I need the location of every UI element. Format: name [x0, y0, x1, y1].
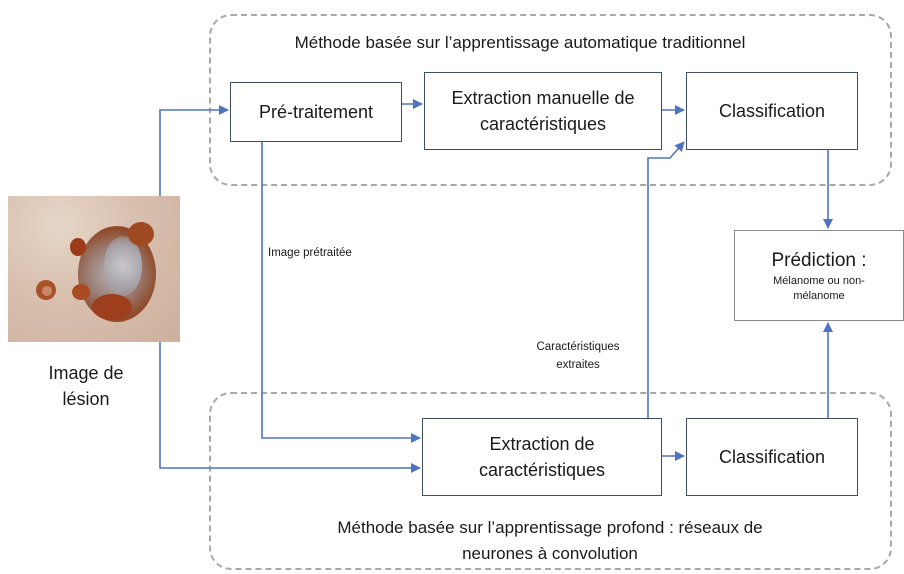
arrow-lesion-to-extraction — [159, 342, 421, 473]
feature-extraction-box: Extraction de caractéristiques — [422, 418, 662, 496]
preprocessing-box: Pré-traitement — [230, 82, 402, 142]
arrow-lesion-to-preprocessing — [159, 105, 229, 196]
traditional-method-group — [209, 14, 892, 186]
traditional-method-title: Méthode basée sur l’apprentissage automa… — [294, 33, 746, 52]
prediction-title: Prédiction : — [771, 249, 867, 271]
prediction-box: Prédiction : Mélanome ou non-mélanome — [734, 230, 904, 321]
prediction-subtitle: Mélanome ou non-mélanome — [773, 274, 865, 302]
lesion-image — [8, 196, 180, 342]
deep-classification-box: Classification — [686, 418, 858, 496]
manual-feature-extraction-box: Extraction manuelle de caractéristiques — [424, 72, 662, 150]
deep-learning-title: Méthode basée sur l’apprentissage profon… — [337, 518, 763, 563]
traditional-classification-box: Classification — [686, 72, 858, 150]
lesion-image-caption: Image de lésion — [48, 363, 124, 409]
preprocessed-image-label: Image prétraitée — [268, 247, 352, 259]
extracted-features-label: Caractéristiques extraites — [536, 341, 620, 371]
deep-learning-group — [209, 392, 892, 570]
arrow-preprocessed-image — [261, 142, 421, 443]
arrow-extracted-features — [647, 141, 685, 418]
